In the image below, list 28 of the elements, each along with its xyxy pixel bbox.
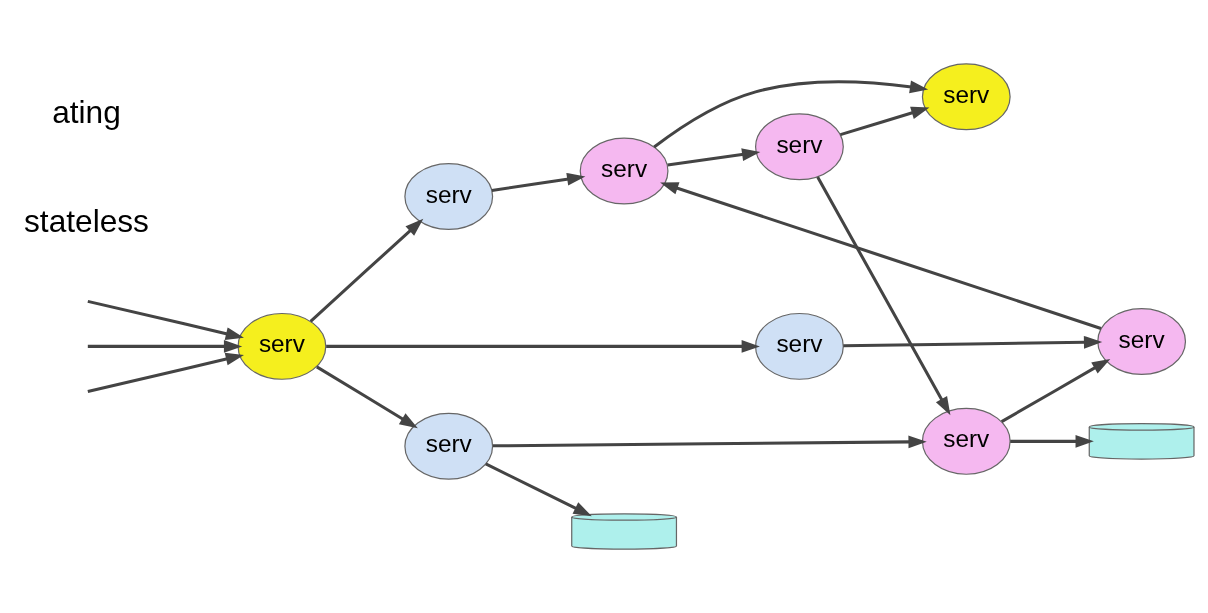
- arrow: [660, 182, 1102, 330]
- label: ating: [52, 93, 121, 130]
- arrow: [667, 148, 761, 167]
- arrow: [816, 176, 951, 416]
- arrow: [326, 339, 760, 353]
- arrow: [491, 172, 586, 192]
- node-ellipse: serv: [921, 63, 1011, 131]
- arrow: [840, 106, 930, 137]
- arrow: [1000, 358, 1111, 423]
- label: stateless: [24, 203, 149, 240]
- arrow: [485, 462, 592, 517]
- arrow: [1010, 434, 1094, 448]
- node-ellipse: serv: [755, 113, 844, 181]
- node-ellipse: serv: [579, 137, 669, 205]
- arrow: [316, 365, 418, 429]
- arrow: [87, 299, 244, 340]
- arrow: [492, 435, 927, 449]
- node-ellipse: serv: [755, 312, 844, 380]
- node-ellipse: serv: [921, 407, 1011, 475]
- node-ellipse: serv: [1097, 308, 1187, 375]
- arrow: [653, 80, 929, 149]
- arrow: [309, 218, 424, 323]
- arrow: [87, 339, 243, 353]
- arrow: [87, 352, 244, 393]
- node-ellipse: serv: [404, 163, 494, 231]
- node-ellipse: serv: [237, 312, 327, 380]
- node-ellipse: serv: [404, 412, 494, 480]
- arrow: [843, 335, 1103, 349]
